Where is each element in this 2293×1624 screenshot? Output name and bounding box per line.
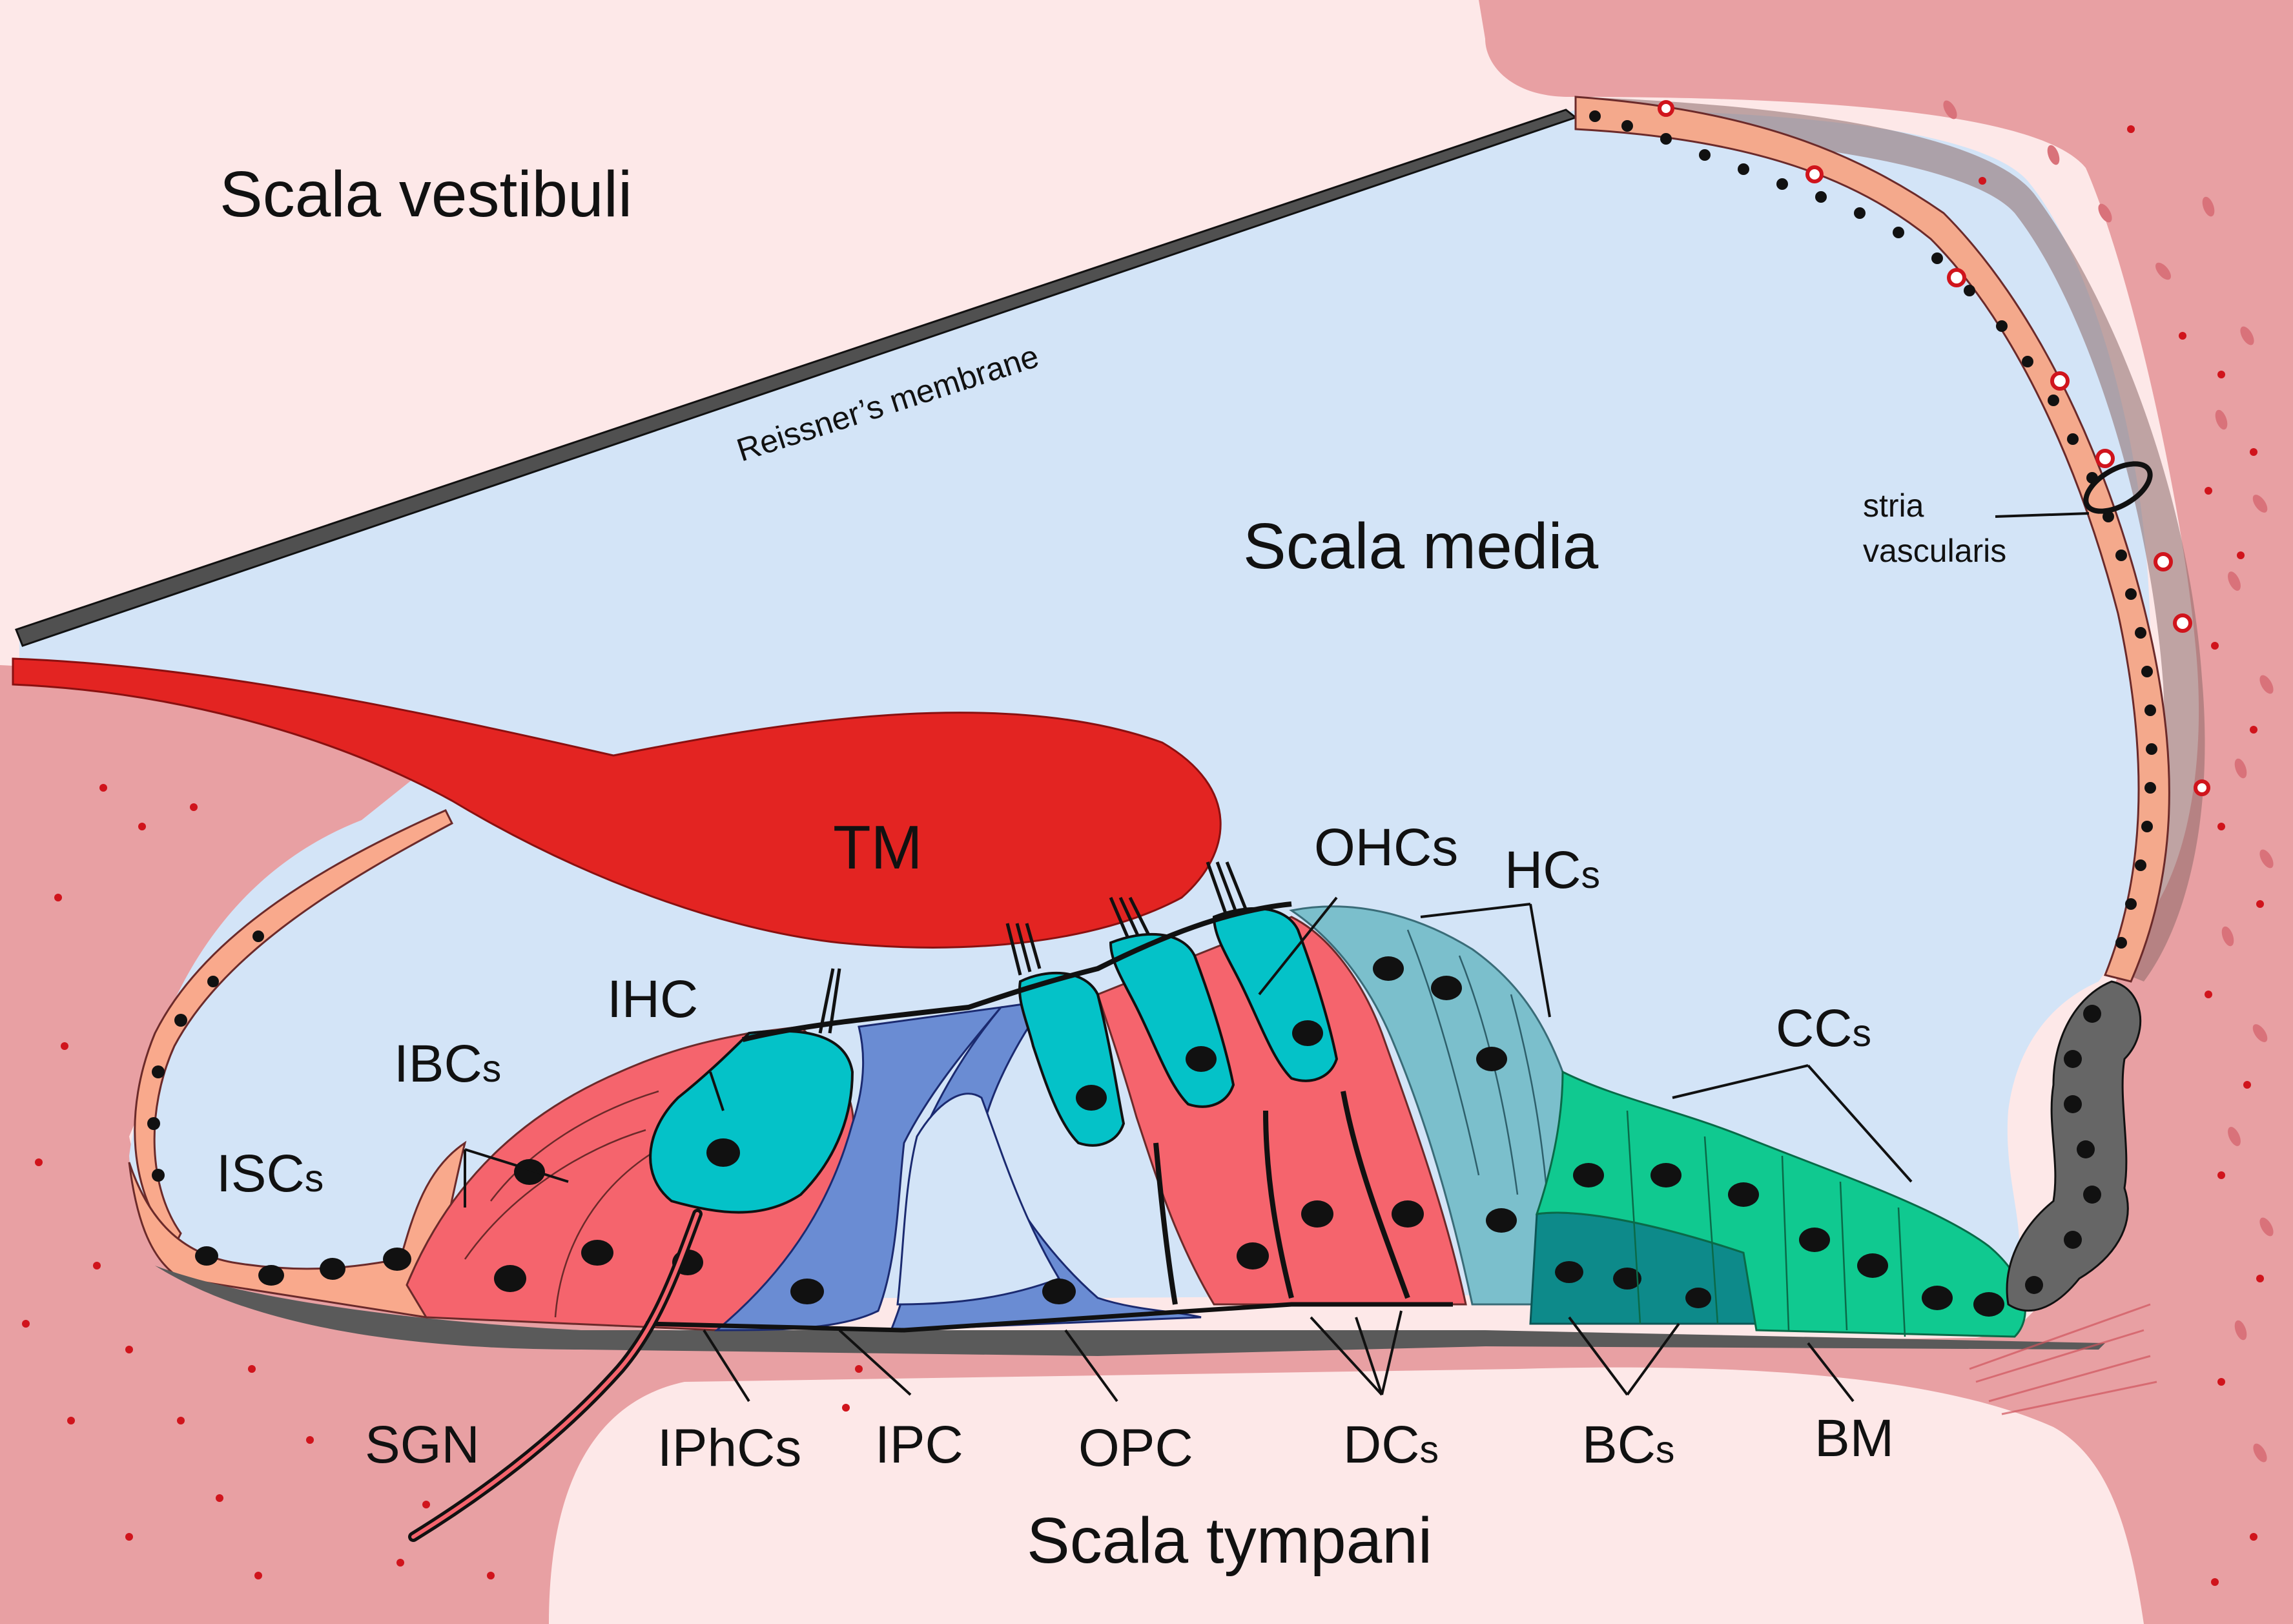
- ihc-nucleus: [706, 1138, 740, 1167]
- label-iscs-sub: s: [305, 1157, 324, 1200]
- label-scala-media: Scala media: [1243, 510, 1599, 582]
- label-scala-tympani: Scala tympani: [1027, 1505, 1432, 1577]
- label-hcs-sub: s: [1581, 854, 1600, 896]
- label-sgn: SGN: [365, 1415, 480, 1474]
- boettcher-nuclei: [1555, 1261, 1711, 1308]
- basal-line: [645, 1302, 1453, 1333]
- label-ihc: IHC: [607, 970, 698, 1029]
- label-ccs-main: CC: [1776, 999, 1852, 1058]
- claudius-nuclei: [1573, 1163, 2004, 1317]
- label-leader-lines: [464, 512, 2090, 1403]
- sgn-fiber-core: [411, 1212, 699, 1539]
- isc-nuclei: [195, 1246, 411, 1286]
- ligament-fibrocytes: [1943, 100, 2274, 1463]
- stria-capillaries: [1658, 100, 2210, 796]
- label-ccs-sub: s: [1852, 1012, 1871, 1054]
- reticular-lamina: [742, 901, 1292, 1042]
- spiral-prominence-nuclei: [2025, 1005, 2101, 1294]
- spiral-prominence-cells: [2006, 980, 2142, 1312]
- inner-hair-cell: [649, 1029, 854, 1214]
- label-tm: TM: [833, 813, 923, 882]
- ohc-nuclei: [1076, 1020, 1424, 1269]
- label-stria-line1: stria: [1863, 488, 1924, 524]
- label-hcs-main: HC: [1505, 841, 1581, 899]
- label-dcs: DCs: [1343, 1415, 1439, 1474]
- label-ccs: CCs: [1776, 999, 1871, 1058]
- label-bm: BM: [1815, 1409, 1894, 1468]
- label-bcs-main: BC: [1582, 1415, 1656, 1474]
- opc-nucleus: [1042, 1279, 1076, 1304]
- label-dcs-sub: s: [1419, 1428, 1439, 1471]
- deiters-processes: [1153, 1091, 1410, 1305]
- sulcus-nuclei: [147, 930, 264, 1182]
- label-opc: OPC: [1078, 1419, 1193, 1477]
- label-iscs-main: ISC: [216, 1144, 305, 1203]
- scala-tympani-space: [549, 1367, 2144, 1624]
- label-iphcs: IPhCs: [657, 1419, 801, 1477]
- label-hcs: HCs: [1505, 841, 1600, 899]
- label-scala-vestibuli: Scala vestibuli: [220, 158, 632, 231]
- scala-media-space: [19, 110, 2150, 1298]
- label-ibcs-main: IBC: [394, 1034, 482, 1093]
- stria-vascularis-marker: [2083, 461, 2153, 514]
- ligament-blood-dots: [1979, 125, 2264, 1586]
- ipc-nucleus: [790, 1279, 824, 1304]
- label-dcs-main: DC: [1343, 1415, 1419, 1474]
- stria-cell-layer: [1574, 96, 2170, 983]
- ligament-fibers: [1969, 1303, 2157, 1415]
- stereocilia-bundles: [818, 861, 1248, 1034]
- label-bcs-sub: s: [1656, 1428, 1675, 1471]
- label-ipc: IPC: [875, 1415, 963, 1474]
- label-ohcs: OHCs: [1314, 818, 1458, 877]
- tectorial-membrane-shape: [12, 657, 1222, 949]
- label-ibcs-sub: s: [482, 1047, 502, 1090]
- label-bcs: BCs: [1582, 1415, 1674, 1474]
- stria-nuclei: [1589, 110, 2157, 949]
- label-stria-line2: vascularis: [1863, 533, 2006, 569]
- label-ibcs: IBCs: [394, 1034, 501, 1093]
- hensen-nuclei: [1373, 956, 1517, 1233]
- label-iscs: ISCs: [216, 1144, 324, 1203]
- claudius-cell-lines: [1626, 1110, 1906, 1337]
